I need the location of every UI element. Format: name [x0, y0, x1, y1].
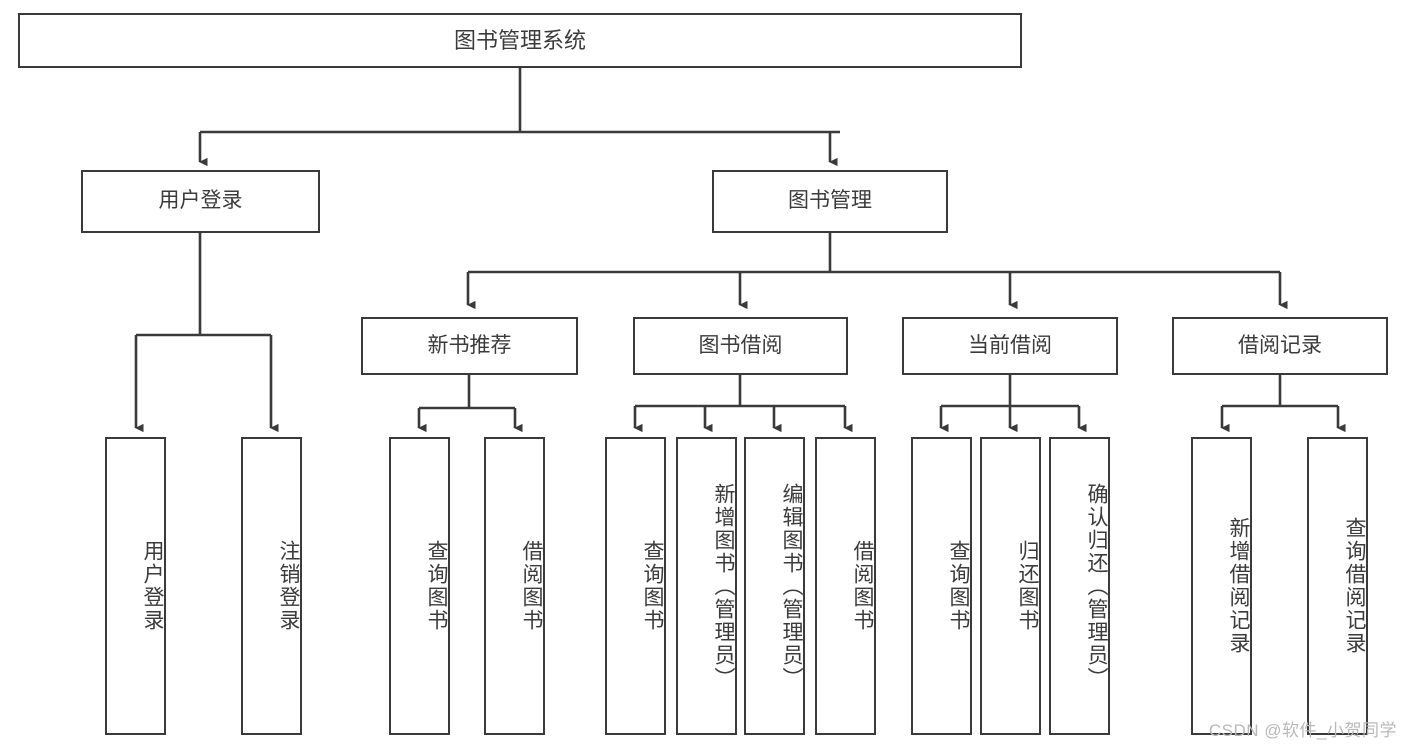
node-leaf-borrow-book-1-label: 借阅图书 — [520, 540, 543, 632]
node-leaf-edit-book[interactable]: 编辑图书（管理员） — [744, 437, 805, 735]
node-current-borrow[interactable]: 当前借阅 — [902, 317, 1118, 375]
node-leaf-query-book-2-label: 查询图书 — [641, 540, 664, 632]
node-user-login-label: 用户登录 — [158, 189, 243, 213]
node-new-book-recommend-label: 新书推荐 — [427, 333, 512, 357]
node-leaf-add-record[interactable]: 新增借阅记录 — [1191, 437, 1252, 735]
node-current-borrow-label: 当前借阅 — [968, 333, 1052, 357]
node-leaf-borrow-book-2-label: 借阅图书 — [851, 540, 874, 632]
node-leaf-logout-login[interactable]: 注销登录 — [241, 437, 302, 735]
node-leaf-query-record[interactable]: 查询借阅记录 — [1307, 437, 1368, 735]
node-leaf-return-book[interactable]: 归还图书 — [980, 437, 1041, 735]
node-book-management[interactable]: 图书管理 — [712, 170, 948, 233]
node-leaf-query-book-3[interactable]: 查询图书 — [911, 437, 972, 735]
node-leaf-user-login[interactable]: 用户登录 — [105, 437, 166, 735]
node-leaf-query-book-2[interactable]: 查询图书 — [605, 437, 666, 735]
node-leaf-return-book-label: 归还图书 — [1016, 540, 1039, 632]
node-borrow-record[interactable]: 借阅记录 — [1172, 317, 1388, 375]
node-leaf-query-book-1[interactable]: 查询图书 — [389, 437, 450, 735]
node-leaf-query-record-label: 查询借阅记录 — [1343, 517, 1366, 655]
node-leaf-confirm-return-label: 确认归还（管理员） — [1085, 482, 1108, 690]
node-leaf-confirm-return[interactable]: 确认归还（管理员） — [1049, 437, 1110, 735]
node-leaf-add-book-label: 新增图书（管理员） — [712, 482, 735, 690]
node-leaf-query-book-3-label: 查询图书 — [947, 540, 970, 632]
node-leaf-query-book-1-label: 查询图书 — [425, 540, 448, 632]
node-leaf-borrow-book-2[interactable]: 借阅图书 — [815, 437, 876, 735]
node-leaf-edit-book-label: 编辑图书（管理员） — [780, 482, 803, 690]
node-leaf-add-record-label: 新增借阅记录 — [1227, 517, 1250, 655]
node-leaf-logout-login-label: 注销登录 — [277, 540, 300, 632]
node-root-system-label: 图书管理系统 — [453, 27, 586, 53]
node-root-system[interactable]: 图书管理系统 — [18, 13, 1022, 68]
node-book-borrow-label: 图书借阅 — [698, 333, 783, 357]
node-leaf-user-login-label: 用户登录 — [141, 540, 164, 632]
node-book-borrow[interactable]: 图书借阅 — [633, 317, 848, 375]
node-user-login[interactable]: 用户登录 — [81, 170, 320, 233]
node-leaf-borrow-book-1[interactable]: 借阅图书 — [484, 437, 545, 735]
node-new-book-recommend[interactable]: 新书推荐 — [361, 317, 578, 375]
node-leaf-add-book[interactable]: 新增图书（管理员） — [676, 437, 737, 735]
node-book-management-label: 图书管理 — [788, 189, 872, 213]
node-borrow-record-label: 借阅记录 — [1238, 333, 1322, 357]
